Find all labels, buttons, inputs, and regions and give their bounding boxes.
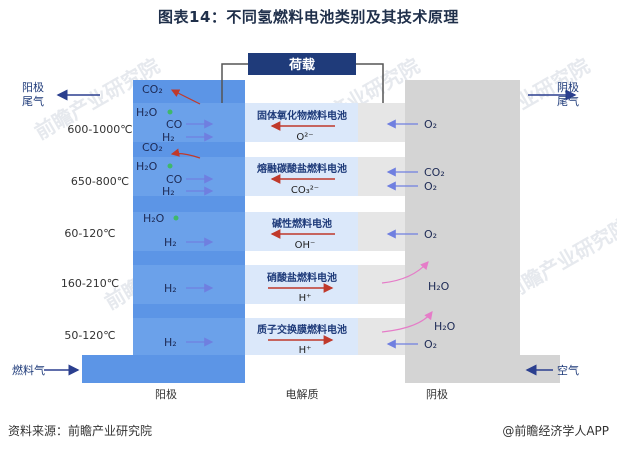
species-o2: O₂ bbox=[424, 180, 437, 193]
electrolyte-label: 电解质 bbox=[286, 387, 319, 401]
load-box bbox=[248, 53, 356, 75]
cell-name-mcfc: 熔融碳酸盐燃料电池 bbox=[257, 162, 347, 175]
cell-name-pemfc: 质子交换膜燃料电池 bbox=[257, 323, 347, 336]
species-h2: H₂ bbox=[164, 236, 177, 249]
species-h2: H₂ bbox=[164, 336, 177, 349]
species-o2: O₂ bbox=[424, 338, 437, 351]
ion-sofc: O²⁻ bbox=[296, 132, 313, 143]
cell-name-sofc: 固体氧化物燃料电池 bbox=[257, 109, 347, 122]
species-h2: H₂ bbox=[164, 282, 177, 295]
species-co2: CO₂ bbox=[424, 166, 445, 179]
species-h2: H₂ bbox=[162, 185, 175, 198]
reaction-dot bbox=[167, 109, 173, 115]
cell-name-afc: 碱性燃料电池 bbox=[272, 217, 332, 230]
species-h2: H₂ bbox=[162, 131, 175, 144]
temp-mcfc: 650-800℃ bbox=[71, 175, 129, 188]
species-h2o: H₂O bbox=[136, 160, 158, 173]
species-co: CO bbox=[166, 118, 183, 131]
electrolyte-base bbox=[245, 355, 405, 383]
anode-label: 阳极 bbox=[155, 387, 177, 401]
species-o2: O₂ bbox=[424, 118, 437, 131]
species-o2: O₂ bbox=[424, 228, 437, 241]
cell-name-pafc: 硝酸盐燃料电池 bbox=[267, 271, 337, 284]
cell-band-afc bbox=[133, 212, 405, 251]
cell-band-pemfc bbox=[133, 318, 405, 355]
temp-afc: 60-120℃ bbox=[64, 227, 115, 240]
exhaust-arrow bbox=[381, 261, 429, 284]
load-label: 荷载 bbox=[288, 57, 315, 73]
cathode-manifold bbox=[405, 80, 560, 383]
source-note: 资料来源：前瞻产业研究院 bbox=[8, 424, 153, 438]
species-h2o: H₂O bbox=[428, 280, 450, 293]
cathode-label: 阴极 bbox=[426, 387, 448, 401]
reaction-dot bbox=[167, 163, 173, 169]
species-co2: CO₂ bbox=[142, 83, 163, 96]
species-h2o: H₂O bbox=[143, 212, 165, 225]
cell-band-pafc bbox=[133, 265, 405, 304]
species-co2: CO₂ bbox=[142, 141, 163, 154]
cathode-exhaust-label-1: 阴极 bbox=[557, 80, 579, 94]
ion-mcfc: CO₃²⁻ bbox=[291, 185, 319, 196]
temp-pafc: 160-210℃ bbox=[61, 277, 119, 290]
anode-exhaust-label-1: 阳极 bbox=[22, 80, 44, 94]
exhaust-arrow bbox=[170, 148, 201, 159]
cathode-exhaust-label-2: 尾气 bbox=[557, 94, 579, 108]
exhaust-arrow bbox=[170, 89, 201, 105]
brand-credit: @前瞻经济学人APP bbox=[502, 424, 609, 438]
ion-pemfc: H⁺ bbox=[299, 345, 312, 356]
cell-band-mcfc bbox=[133, 157, 405, 196]
temp-sofc: 600-1000℃ bbox=[67, 123, 132, 136]
ion-afc: OH⁻ bbox=[295, 240, 316, 251]
reaction-dot bbox=[173, 215, 179, 221]
exhaust-arrow bbox=[381, 311, 433, 333]
air-label: 空气 bbox=[557, 363, 579, 377]
cell-band-sofc bbox=[133, 103, 405, 142]
species-co: CO bbox=[166, 173, 183, 186]
species-h2o: H₂O bbox=[136, 106, 158, 119]
figure-title: 图表14：不同氢燃料电池类别及其技术原理 bbox=[158, 8, 459, 26]
anode-exhaust-label-2: 尾气 bbox=[22, 94, 44, 108]
fuel-label: 燃料气 bbox=[12, 363, 45, 377]
temp-pemfc: 50-120℃ bbox=[64, 329, 115, 342]
ion-pafc: H⁺ bbox=[299, 293, 312, 304]
species-h2o: H₂O bbox=[434, 320, 456, 333]
